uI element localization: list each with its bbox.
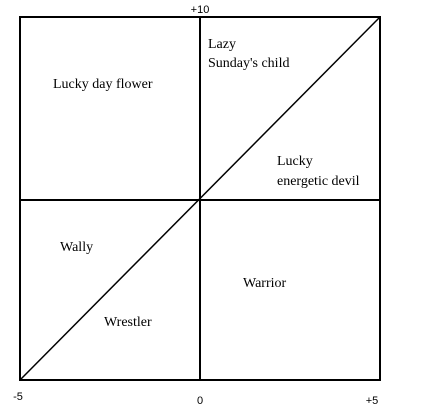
region-label-warrior: Warrior bbox=[243, 276, 287, 291]
region-label-sundays-child: Sunday's child bbox=[208, 56, 289, 71]
region-label-energetic-devil: energetic devil bbox=[277, 174, 360, 189]
region-label-lazy: Lazy bbox=[208, 37, 236, 52]
axis-label-top: +10 bbox=[191, 4, 210, 16]
region-label-lucky: Lucky bbox=[277, 154, 313, 169]
region-label-lucky-day-flower: Lucky day flower bbox=[53, 77, 153, 92]
diagonal-line bbox=[19, 16, 381, 381]
region-label-wally: Wally bbox=[60, 240, 93, 255]
axis-label-bottom-left: -5 bbox=[13, 391, 23, 403]
axis-label-bottom-center: 0 bbox=[197, 395, 203, 407]
axis-label-bottom-right: +5 bbox=[366, 395, 379, 407]
region-label-wrestler: Wrestler bbox=[104, 315, 152, 330]
